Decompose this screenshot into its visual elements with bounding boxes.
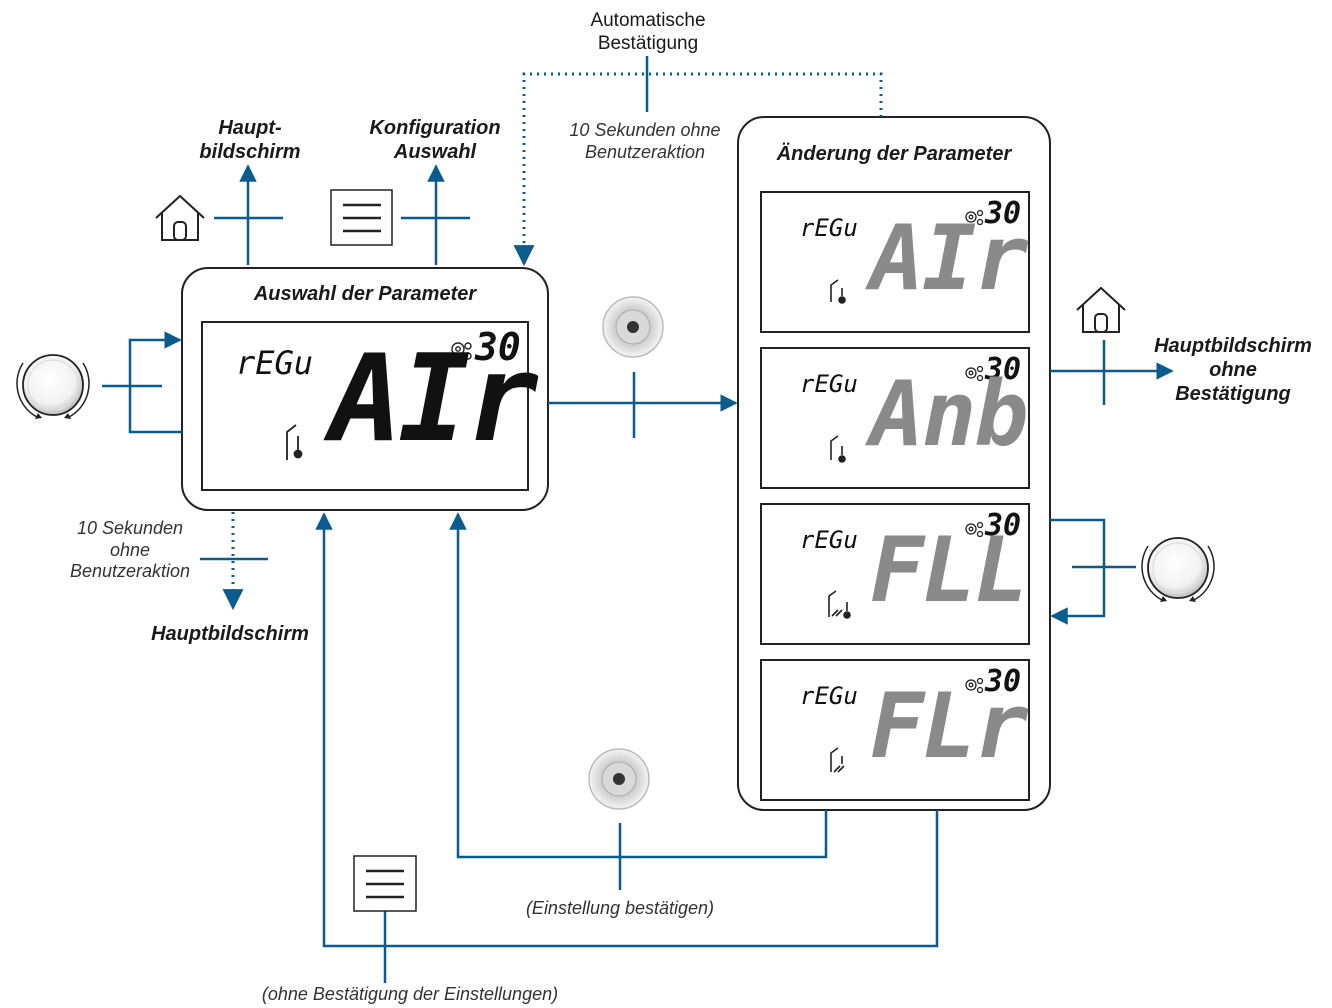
config-label: Konfiguration Auswahl <box>350 116 520 164</box>
home-right-line-2: ohne <box>1209 359 1257 381</box>
main-lcd-small-text: rEGu <box>236 344 314 382</box>
lcd-4-big: FLr <box>870 674 1029 779</box>
timeout-top-line-2: Benutzeraktion <box>584 141 706 162</box>
main-lcd-big-text: AIr <box>330 330 539 469</box>
auto-confirm-loop <box>513 72 883 267</box>
timeout-left-line-1: 10 Sekunden <box>76 518 184 538</box>
timeout-top-line-1: 10 Sekunden ohne <box>569 120 721 140</box>
lcd-3-big: FLL <box>870 518 1029 623</box>
push-button-icon <box>588 748 650 810</box>
gear-icon <box>965 677 984 694</box>
lcd-2-small: rEGu <box>800 370 858 398</box>
home-top-line-1: Haupt- <box>218 117 282 139</box>
lcd-1-value: 30 <box>985 196 1022 231</box>
confirm-return-loop <box>449 512 828 859</box>
cancel-return-loop <box>315 512 939 948</box>
lcd-4-value: 30 <box>985 664 1022 699</box>
auto-confirm-line-2: Bestätigung <box>597 32 699 54</box>
lcd-2-big: Anb <box>870 362 1029 467</box>
thermometer-icon <box>830 747 845 773</box>
lcd-3-value: 30 <box>985 508 1022 543</box>
lcd-4-small: rEGu <box>800 682 858 710</box>
menu-icon <box>353 855 417 912</box>
config-line-1: Konfiguration <box>369 117 501 139</box>
timeout-top-label: 10 Sekunden ohne Benutzeraktion <box>530 120 760 163</box>
confirm-setting-label: (Einstellung bestätigen) <box>525 898 715 918</box>
timeout-left-line-2: ohne <box>109 539 151 560</box>
lcd-screen-1 <box>760 191 1030 333</box>
lcd-1-big: AIr <box>870 206 1029 311</box>
lcd-2-value: 30 <box>985 352 1022 387</box>
connectors <box>102 56 1174 983</box>
no-confirm-label: (ohne Bestätigung der Einstellungen) <box>261 984 559 1004</box>
home-top-line-2: bildschirm <box>199 141 301 163</box>
thermometer-icon <box>828 590 851 619</box>
home-right-label: Hauptbildschirm ohne Bestätigung <box>1138 334 1328 406</box>
main-lcd-value: 30 <box>475 325 521 369</box>
selection-panel-title: Auswahl der Parameter <box>253 283 477 305</box>
gear-icon <box>451 342 472 360</box>
home-right-line-3: Bestätigung <box>1175 383 1291 405</box>
lcd-screen-3 <box>760 503 1030 645</box>
thermometer-icon <box>830 279 846 304</box>
timeout-left-line-3: Benutzeraktion <box>69 561 191 582</box>
rotary-knob-icon <box>16 354 90 419</box>
rotary-knob-icon <box>1141 537 1215 602</box>
gear-icon <box>965 365 984 382</box>
auto-confirm-line-1: Automatische <box>590 10 706 31</box>
main-lcd-screen <box>201 321 529 491</box>
home-icon <box>155 194 205 241</box>
home-icon <box>1076 286 1126 333</box>
thermometer-icon <box>286 424 303 460</box>
change-panel-title: Änderung der Parameter <box>776 143 1012 165</box>
lcd-screen-4 <box>760 659 1030 801</box>
home-top-label: Haupt- bildschirm <box>170 116 330 164</box>
lcd-1-small: rEGu <box>800 214 858 242</box>
thermometer-icon <box>830 435 846 463</box>
gear-icon <box>965 521 984 538</box>
timeout-left-label: 10 Sekunden ohne Benutzeraktion <box>40 518 220 583</box>
push-button-icon <box>602 296 664 358</box>
home-right-line-1: Hauptbildschirm <box>1154 335 1312 357</box>
config-line-2: Auswahl <box>393 141 477 163</box>
lcd-3-small: rEGu <box>800 526 858 554</box>
home-left-label: Hauptbildschirm <box>151 623 309 645</box>
gear-icon <box>965 209 984 226</box>
menu-icon <box>330 189 393 246</box>
lcd-screen-2 <box>760 347 1030 489</box>
auto-confirm-label: Automatische Bestätigung <box>548 10 748 56</box>
